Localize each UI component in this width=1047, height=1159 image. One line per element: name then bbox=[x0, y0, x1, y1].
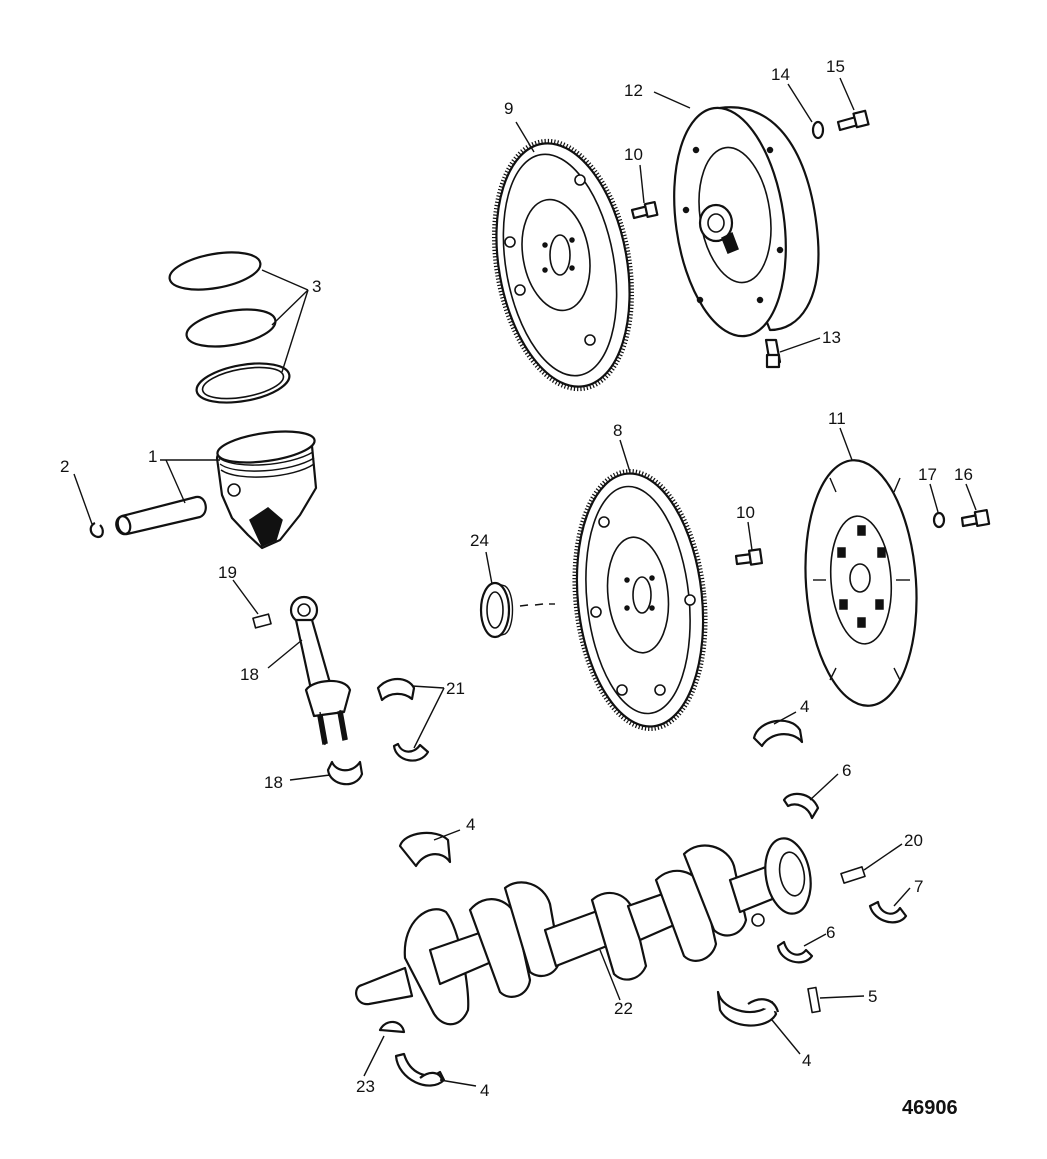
bolt-10-lower bbox=[734, 548, 764, 566]
bolt-13 bbox=[764, 338, 782, 369]
thrust-half-7 bbox=[868, 900, 908, 924]
callout-11: 11 bbox=[828, 409, 846, 428]
piston bbox=[215, 430, 318, 550]
snap-ring bbox=[89, 521, 104, 539]
callout-15: 15 bbox=[826, 57, 845, 76]
bolt-15 bbox=[836, 109, 870, 132]
callout-4-d: 4 bbox=[480, 1081, 489, 1100]
callout-22: 22 bbox=[614, 999, 633, 1018]
callout-20: 20 bbox=[904, 831, 923, 850]
bolt-16 bbox=[960, 508, 991, 528]
thrust-half-6-lower bbox=[776, 940, 814, 964]
rear-seal-24 bbox=[479, 581, 555, 639]
crankshaft-22 bbox=[355, 837, 812, 1026]
main-bearing-upper-left bbox=[398, 831, 452, 868]
leader-lines bbox=[73, 77, 977, 1087]
woodruff-key-23 bbox=[378, 1020, 406, 1034]
callout-6-b: 6 bbox=[826, 923, 835, 942]
callout-16: 16 bbox=[954, 465, 973, 484]
drive-plate-12 bbox=[673, 106, 820, 338]
callout-13: 13 bbox=[822, 328, 841, 347]
callout-17: 17 bbox=[918, 465, 937, 484]
callout-3: 3 bbox=[312, 277, 321, 296]
figure-id: 46906 bbox=[902, 1097, 958, 1119]
bolt-10-upper bbox=[630, 200, 659, 220]
driven-disc-11 bbox=[804, 459, 918, 707]
callout-8: 8 bbox=[613, 421, 622, 440]
main-bearing-lower-left bbox=[394, 1052, 446, 1087]
callout-10-b: 10 bbox=[736, 503, 755, 522]
callout-14: 14 bbox=[771, 65, 790, 84]
callout-19: 19 bbox=[218, 563, 237, 582]
callout-18-a: 18 bbox=[240, 665, 259, 684]
main-bearing-upper-right bbox=[752, 719, 804, 748]
washer-14 bbox=[811, 120, 825, 140]
dowel-5 bbox=[807, 986, 821, 1014]
piston-pin bbox=[115, 495, 207, 536]
thrust-half-6-upper bbox=[782, 792, 820, 820]
callout-6-a: 6 bbox=[842, 761, 851, 780]
callout-1: 1 bbox=[148, 447, 157, 466]
piston-rings bbox=[168, 251, 291, 404]
dowel-pin-20 bbox=[840, 866, 866, 884]
callout-10-a: 10 bbox=[624, 145, 643, 164]
callout-21: 21 bbox=[446, 679, 465, 698]
main-bearing-lower-right bbox=[716, 990, 780, 1027]
bearing-insert-19 bbox=[252, 613, 272, 629]
callout-4-a: 4 bbox=[800, 697, 809, 716]
flywheel-8 bbox=[572, 469, 708, 731]
rod-bearing-halves bbox=[326, 677, 430, 786]
callout-2: 2 bbox=[60, 457, 69, 476]
callout-4-c: 4 bbox=[802, 1051, 811, 1070]
callout-9: 9 bbox=[504, 99, 513, 118]
flywheel-9 bbox=[491, 138, 635, 392]
callout-5: 5 bbox=[868, 987, 877, 1006]
callout-23: 23 bbox=[356, 1077, 375, 1096]
callout-18-b: 18 bbox=[264, 773, 283, 792]
callout-4-b: 4 bbox=[466, 815, 475, 834]
washer-17 bbox=[932, 511, 946, 529]
callout-12: 12 bbox=[624, 81, 643, 100]
callout-labels: 1 2 3 4 4 4 4 5 6 6 7 8 9 10 10 11 12 13… bbox=[60, 57, 973, 1100]
connecting-rod bbox=[289, 595, 352, 746]
callout-7: 7 bbox=[914, 877, 923, 896]
callout-24: 24 bbox=[470, 531, 489, 550]
